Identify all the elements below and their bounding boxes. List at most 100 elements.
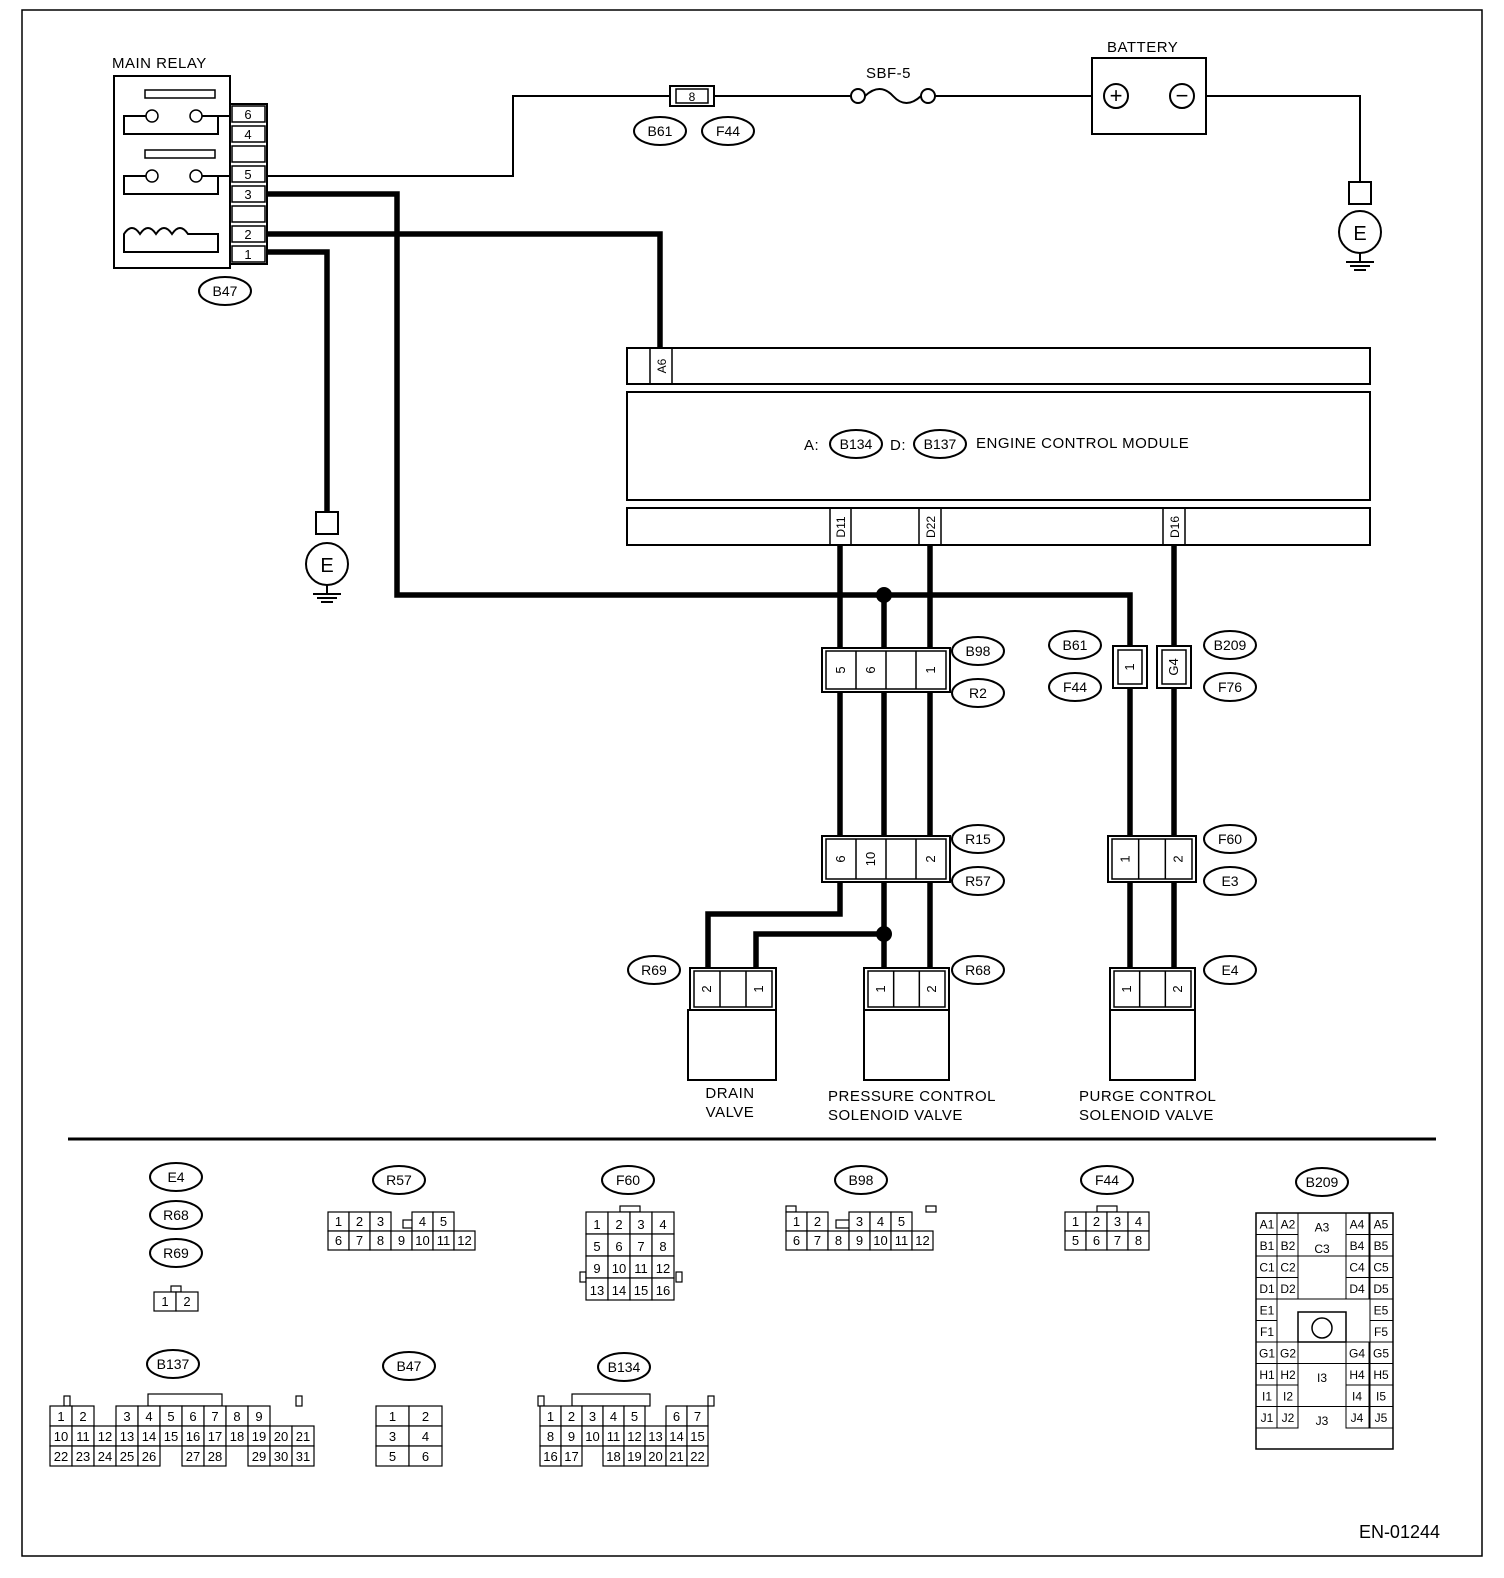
legend-pin-label: 14 [142, 1429, 156, 1444]
legend-pin-label: 6 [1093, 1233, 1100, 1248]
legend-pin-label: 16 [186, 1429, 200, 1444]
b209-latch-hole [1311, 1317, 1333, 1339]
legend-pin-label: 16 [656, 1283, 670, 1298]
wires [232, 95, 1361, 970]
legend-pin-label: 19 [627, 1449, 641, 1464]
relay-switch-wire [123, 115, 219, 135]
legend-ref-e4 [149, 1162, 203, 1192]
connector-ref-b98 [951, 636, 1005, 666]
legend-pin-label: 9 [398, 1233, 405, 1248]
battery-plus-sign: + [1110, 83, 1123, 108]
diagram-frame [21, 9, 1483, 1557]
pin-label: 2 [1171, 855, 1186, 862]
b209-cell-label: I1 [1262, 1390, 1272, 1404]
connector-r68-inner [867, 970, 946, 1008]
legend-pin-label: 2 [1093, 1214, 1100, 1229]
connector-ref-label: B61 [648, 123, 673, 139]
legend-pin-label: 28 [208, 1449, 222, 1464]
relay-pin-label: 4 [244, 127, 251, 142]
ecm-pin-d16: D16 [1168, 516, 1182, 538]
legend-latch [675, 1271, 683, 1283]
legend-pin-label: 3 [589, 1409, 596, 1424]
legend-pin-cell [175, 1291, 199, 1312]
purge-control-valve-body [1109, 1009, 1196, 1081]
legend-pin-label: 5 [440, 1214, 447, 1229]
sbf-label: SBF-5 [866, 65, 911, 82]
ground-label: E [1353, 223, 1366, 245]
relay-pin-cell [231, 145, 266, 163]
legend-pin-label: 18 [230, 1429, 244, 1444]
legend-pin-label: 7 [211, 1409, 218, 1424]
legend-pin-label: 2 [615, 1217, 622, 1232]
connector-f60-e3 [1107, 835, 1197, 883]
b209-cell-label: F5 [1374, 1325, 1388, 1339]
legend-pin-label: 3 [377, 1214, 384, 1229]
b209-cell [1345, 1277, 1370, 1300]
legend-pin-label: 6 [793, 1233, 800, 1248]
legend-pin-label: 11 [437, 1233, 451, 1248]
connector-ref-b61 [1048, 630, 1102, 660]
legend-pin-label: 8 [377, 1233, 384, 1248]
battery: BATTERY + − [1091, 39, 1207, 135]
legend-pin-label: 7 [637, 1239, 644, 1254]
connector-ref-label: F44 [716, 123, 740, 139]
connector-ref-r57 [951, 866, 1005, 896]
b209-cell-label: C1 [1259, 1261, 1275, 1275]
legend-latch [63, 1395, 71, 1407]
b209-cell-label: A4 [1350, 1218, 1365, 1232]
legend-pin-label: 1 [547, 1409, 554, 1424]
legend-ref-label: R68 [163, 1207, 189, 1223]
legend-pin-label: 12 [627, 1429, 641, 1444]
relay-pin-cell [231, 165, 266, 183]
legend-ref-r57 [372, 1165, 426, 1195]
connector-b209-f76-inner [1161, 649, 1187, 685]
connector-r68 [863, 967, 950, 1011]
connector-ref-f44 [1048, 672, 1102, 702]
ecm-body [626, 391, 1371, 501]
legend-pin-label: 4 [659, 1217, 666, 1232]
legend-pin-cell [203, 1445, 227, 1467]
b209-cell-label: J1 [1261, 1411, 1274, 1425]
b209-cell-label: A3 [1315, 1221, 1330, 1235]
legend-pin-label: 26 [142, 1449, 156, 1464]
legend-pin-label: 15 [690, 1429, 704, 1444]
connector-ref-b47 [198, 276, 252, 306]
legend-pin-label: 6 [615, 1239, 622, 1254]
legend-pin-label: 27 [186, 1449, 200, 1464]
legend-pin-label: 8 [547, 1429, 554, 1444]
sbf-terminal [850, 88, 866, 104]
b209-cell-label: H5 [1373, 1368, 1389, 1382]
connector-ref-label: B134 [840, 436, 873, 452]
pin-label: 1 [873, 985, 888, 992]
connector-ref-r68 [951, 955, 1005, 985]
connector-ref-label: R68 [965, 962, 991, 978]
legend-pin-label: 13 [648, 1429, 662, 1444]
connector-f60-e3-inner [1111, 838, 1193, 880]
legend-ref-label: B209 [1306, 1174, 1339, 1190]
legend-ref-f60 [601, 1165, 655, 1195]
legend-pin-label: 11 [634, 1261, 648, 1276]
relay-pin-cell [231, 105, 266, 123]
legend-pin-label: 2 [568, 1409, 575, 1424]
legend-pin-cell [137, 1445, 161, 1467]
legend-ref-label: B47 [397, 1358, 422, 1374]
pin-label: 1 [751, 985, 766, 992]
legend-pin-label: 12 [915, 1233, 929, 1248]
legend-ref-b134 [597, 1352, 651, 1382]
legend-pin-cell [686, 1445, 709, 1467]
relay-pin-cell [231, 245, 266, 263]
ecm-connector-a [626, 347, 1371, 385]
b209-cell [1345, 1406, 1370, 1429]
connector-ref-label: F44 [1063, 679, 1087, 695]
legend-pin-label: 22 [690, 1449, 704, 1464]
legend-pin-label: 6 [673, 1409, 680, 1424]
connector-ref-label: B47 [213, 283, 238, 299]
legend-pin-label: 5 [389, 1449, 396, 1464]
legend-pin-cell [408, 1445, 443, 1467]
legend-pin-cell [651, 1277, 675, 1301]
legend-ref-b209 [1295, 1167, 1349, 1197]
legend-pin-label: 8 [233, 1409, 240, 1424]
sbf-5: SBF-5 [850, 65, 936, 104]
ecm-label: ENGINE CONTROL MODULE [976, 435, 1189, 452]
relay-contact-bar [144, 89, 216, 99]
